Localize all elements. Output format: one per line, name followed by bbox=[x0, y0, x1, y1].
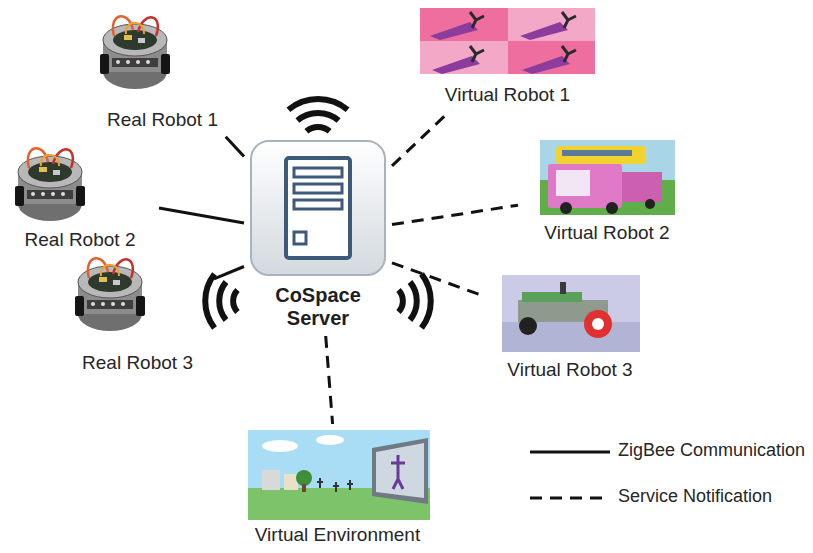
real-robot-node: Real Robot 1 bbox=[90, 5, 235, 133]
virtual-robot-label: Virtual Robot 1 bbox=[445, 84, 570, 106]
service-notification-line bbox=[326, 336, 333, 424]
zigbee-line bbox=[226, 137, 244, 157]
service-notification-line bbox=[392, 205, 518, 224]
legend-label: ZigBee Communication bbox=[618, 440, 805, 462]
real-robot-label: Real Robot 3 bbox=[82, 352, 193, 374]
service-notification-line bbox=[392, 263, 486, 297]
virtual-robot-picture bbox=[502, 275, 640, 352]
virtual-robot-label: Virtual Robot 3 bbox=[507, 359, 632, 381]
real-robot-picture bbox=[15, 148, 85, 221]
legend-label: Service Notification bbox=[618, 486, 772, 508]
legend-solid-line bbox=[530, 451, 610, 454]
virtual-robot-node: Virtual Robot 2 bbox=[522, 137, 692, 246]
server-node: CoSpace Server bbox=[248, 140, 388, 332]
legend-dashed-line bbox=[530, 497, 610, 500]
virtual-robot-label: Virtual Robot 2 bbox=[544, 222, 669, 244]
real-robot-picture bbox=[75, 258, 145, 331]
virtual-robot-node: Virtual Robot 1 bbox=[415, 5, 600, 108]
virtual-robot-node: Virtual Robot 3 bbox=[490, 272, 650, 383]
virtual-robot-picture bbox=[540, 140, 675, 215]
zigbee-line bbox=[159, 208, 244, 223]
server-icon bbox=[251, 141, 385, 275]
real-robot-node: Real Robot 3 bbox=[65, 245, 210, 376]
virtual-environment-label: Virtual Environment bbox=[255, 524, 420, 546]
real-robot-node: Real Robot 2 bbox=[5, 135, 155, 253]
virtual-robot-picture bbox=[420, 8, 595, 74]
server-label: CoSpace Server bbox=[261, 284, 376, 330]
real-robot-picture bbox=[100, 16, 170, 89]
real-robot-label: Real Robot 2 bbox=[25, 229, 136, 251]
virtual-environment-picture bbox=[248, 430, 430, 520]
real-robot-label: Real Robot 1 bbox=[107, 109, 218, 131]
service-notification-line bbox=[392, 112, 449, 166]
virtual-environment-node: Virtual Environment bbox=[240, 428, 435, 548]
zigbee-line bbox=[214, 267, 244, 279]
